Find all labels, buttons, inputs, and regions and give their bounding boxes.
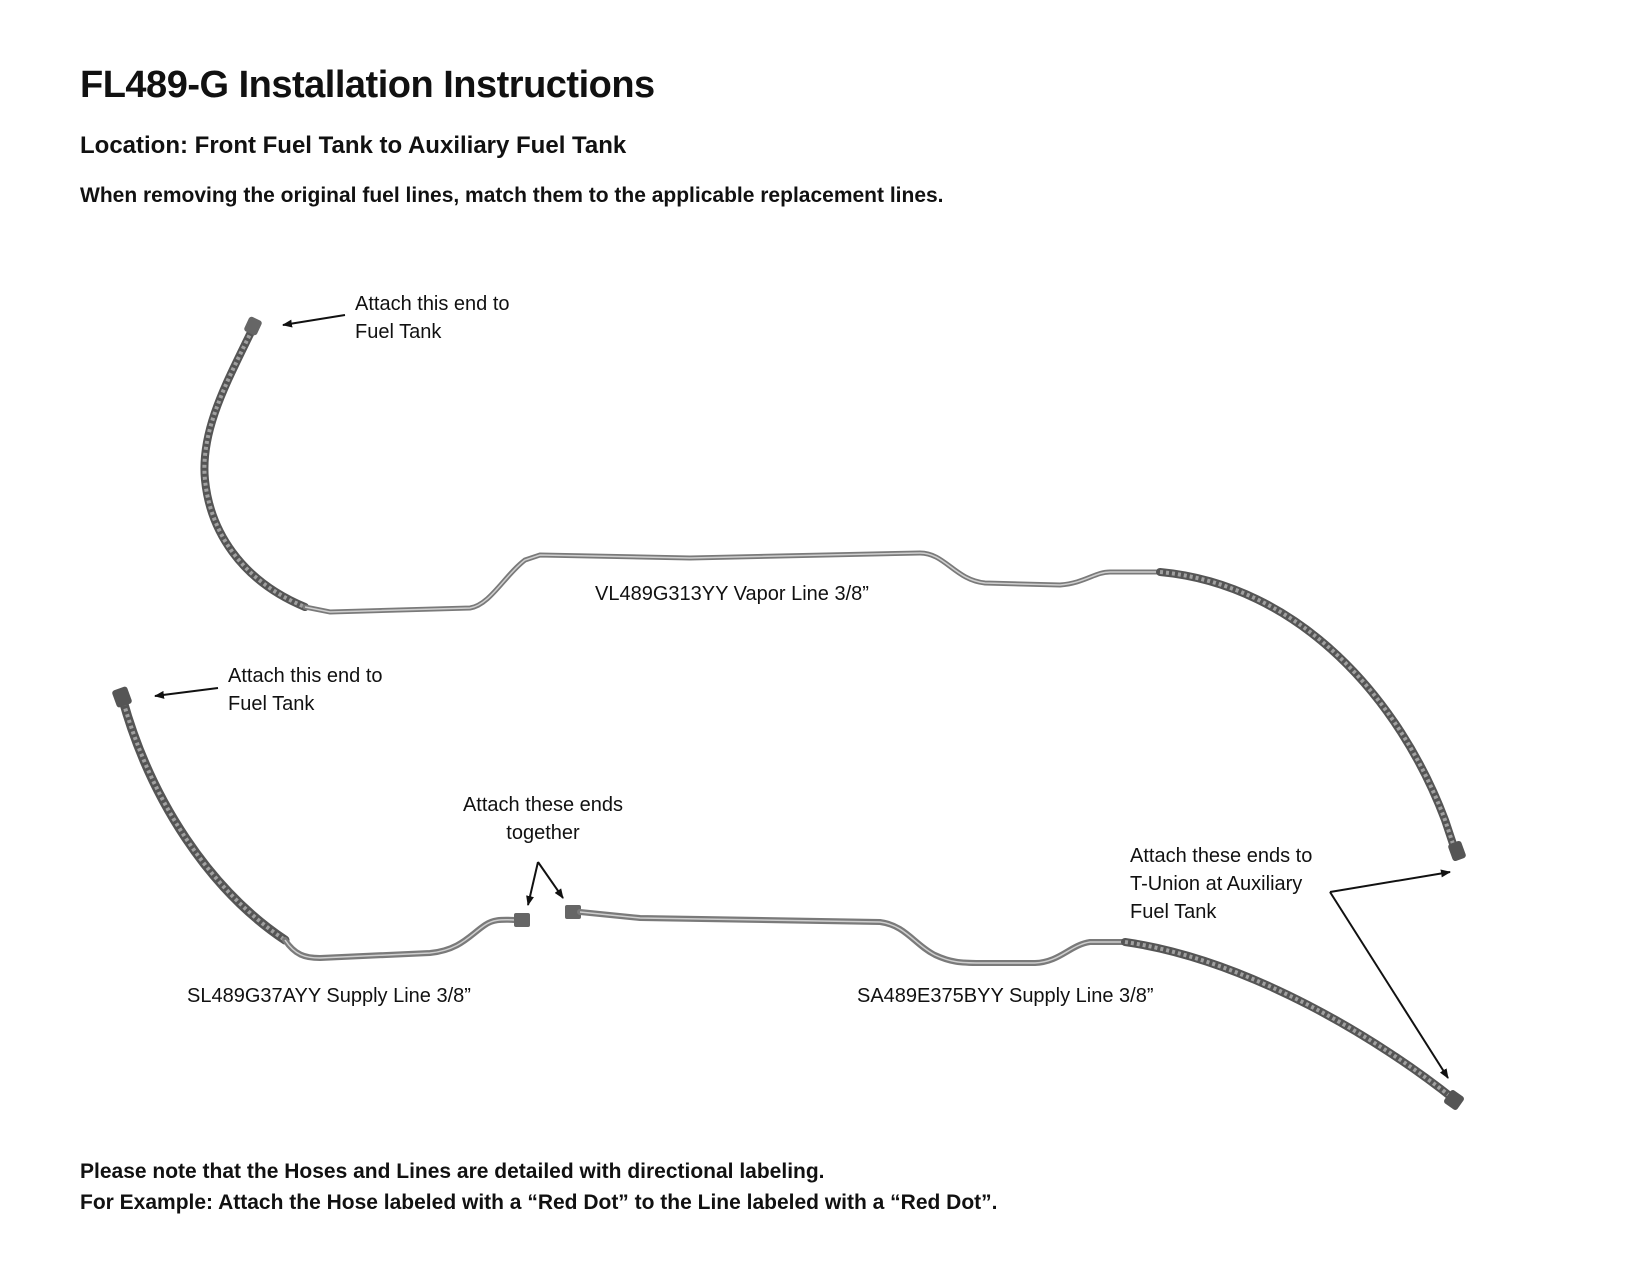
supply-hose-aux [1121,938,1459,1104]
supply-fitting-joint-left [514,913,530,927]
vapor-hose-left [200,326,309,611]
instruction-text: When removing the original fuel lines, m… [80,184,944,207]
arrow-supply-tank [154,687,219,699]
callout-line: Attach these ends to [1130,845,1313,867]
callout-line: Attach these ends [462,794,624,816]
supply-fitting-aux [1444,1090,1464,1110]
arrow-together-right [537,861,564,899]
callout-line: Fuel Tank [228,693,315,715]
label-vapor-line: VL489G313YY Vapor Line 3/8” [595,583,869,605]
supply-line-aux [565,905,1464,1110]
supply-hose-front [117,692,290,945]
page-title: FL489-G Installation Instructions [80,64,655,106]
supply-line-front [112,686,530,962]
callout-line: Fuel Tank [1130,901,1217,923]
location-subtitle: Location: Front Fuel Tank to Auxiliary F… [80,132,627,159]
vapor-line [200,316,1466,862]
arrow-tunion-supply [1329,891,1449,1079]
callout-line: Attach this end to [228,665,383,687]
supply-fitting-tank [112,686,132,708]
arrow-vapor-tank [282,314,346,328]
callout-line: T-Union at Auxiliary [1130,873,1303,895]
vapor-fitting-tank [244,316,262,336]
callout-tunion: Attach these ends to T-Union at Auxiliar… [1130,842,1312,926]
footer-note-line2: For Example: Attach the Hose labeled wit… [80,1191,998,1214]
callout-vapor-tank: Attach this end to Fuel Tank [355,290,510,346]
footer-note-line1: Please note that the Hoses and Lines are… [80,1160,825,1183]
supply-fitting-joint-right [565,905,581,919]
callout-together: Attach these ends together [448,791,638,847]
supply-tube-aux [577,909,1128,966]
label-supply-line-aux: SA489E375BYY Supply Line 3/8” [857,985,1154,1007]
arrow-together-left [526,861,539,906]
callout-line: Fuel Tank [355,321,442,343]
vapor-hose-right [1156,568,1459,854]
callout-line: together [506,822,580,844]
arrow-tunion-vapor [1329,869,1451,893]
label-supply-line-front: SL489G37AYY Supply Line 3/8” [187,985,471,1007]
vapor-fitting-aux [1448,840,1466,862]
callout-supply-tank: Attach this end to Fuel Tank [228,662,383,718]
callout-line: Attach this end to [355,293,510,315]
